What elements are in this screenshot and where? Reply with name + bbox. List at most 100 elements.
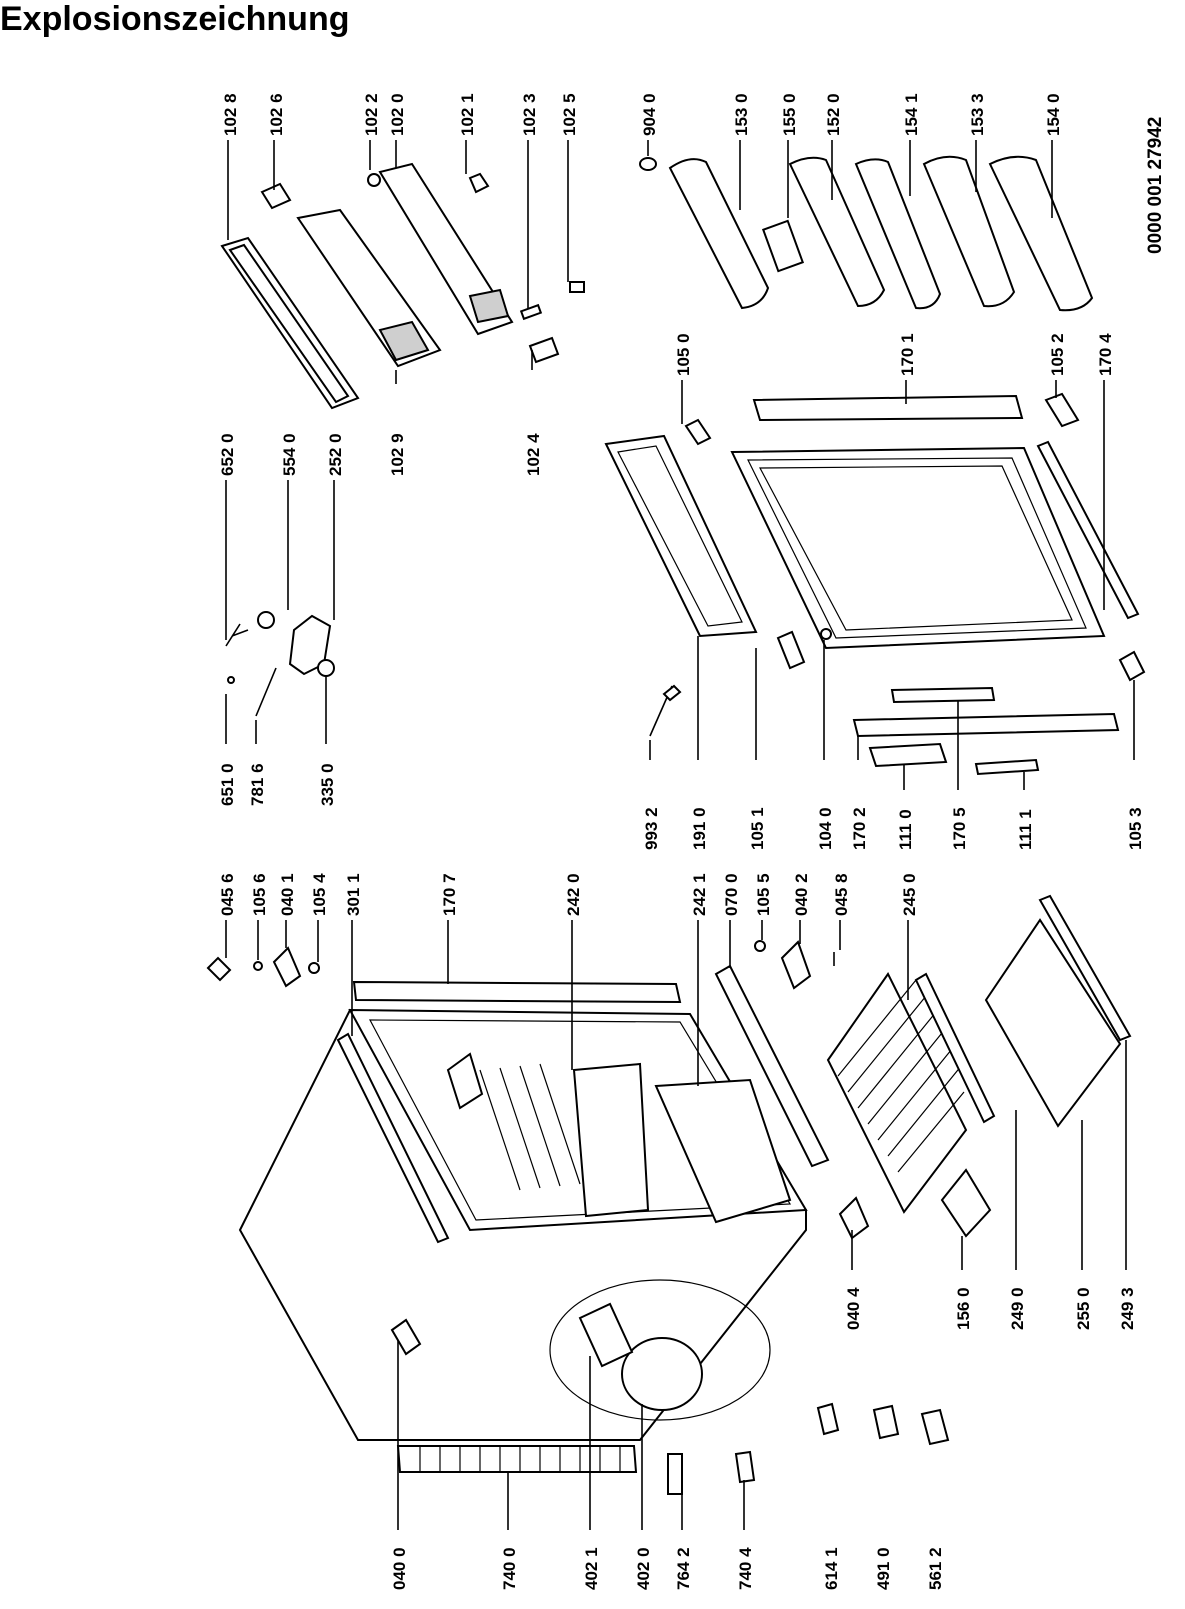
part-105-5 <box>754 940 766 952</box>
strip-249-3 <box>1038 894 1132 1042</box>
part-label: 040 2 <box>792 873 811 916</box>
hinge-040-4 <box>838 1196 870 1240</box>
control-group <box>220 162 585 717</box>
part-label: 102 9 <box>388 433 407 476</box>
part-label: 040 0 <box>390 1547 409 1590</box>
part-label: 040 1 <box>278 873 297 916</box>
part-label: 156 0 <box>954 1287 973 1330</box>
part-label: 102 3 <box>520 93 539 136</box>
part-label: 102 5 <box>560 93 579 136</box>
knob-554-0 <box>257 611 275 629</box>
part-301-1 <box>336 1032 450 1244</box>
hinge-040-1 <box>272 946 302 988</box>
part-label: 554 0 <box>280 433 299 476</box>
part-904-0 <box>639 157 657 171</box>
part-label: 111 1 <box>1016 809 1035 850</box>
shelf-153-0 <box>668 158 770 310</box>
part-label: 104 0 <box>816 807 835 850</box>
part-label: 102 1 <box>458 93 477 136</box>
strip-249-0 <box>914 972 996 1124</box>
part-label: 242 1 <box>690 873 709 916</box>
part-label: 249 3 <box>1118 1287 1137 1330</box>
part-label: 170 4 <box>1096 333 1115 376</box>
shelf-152-0 <box>788 156 886 308</box>
hinge-102-6 <box>260 182 292 210</box>
rail-170-2 <box>852 712 1120 738</box>
thermostat-holder <box>446 1052 484 1110</box>
part-label: 255 0 <box>1074 1287 1093 1330</box>
part-111-1 <box>974 758 1040 776</box>
rail-170-4 <box>1036 440 1140 620</box>
part-label: 740 4 <box>736 1547 755 1590</box>
shelf-255-0 <box>984 918 1122 1128</box>
part-label: 170 1 <box>898 333 917 376</box>
compressor-area <box>549 1279 771 1421</box>
part-label: 402 1 <box>582 1547 601 1590</box>
part-label: 781 6 <box>248 763 267 806</box>
cabinet-body <box>206 894 1132 1495</box>
part-label: 301 1 <box>344 873 363 916</box>
part-label: 249 0 <box>1008 1287 1027 1330</box>
part-label: 155 0 <box>780 93 799 136</box>
crisper-242-0 <box>572 1062 650 1218</box>
bar-070-0 <box>714 964 830 1168</box>
part-label: 111 0 <box>896 809 915 850</box>
lamp-335-0 <box>317 659 335 677</box>
part-label: 102 8 <box>221 93 240 136</box>
part-614-1 <box>816 1402 840 1436</box>
hinge-105-3 <box>1118 650 1146 682</box>
frame-191-0 <box>604 434 758 638</box>
part-102-3 <box>519 303 543 321</box>
part-label: 402 0 <box>634 1547 653 1590</box>
clip-102-1 <box>468 172 490 194</box>
hinge-040-0 <box>390 1318 422 1356</box>
hinge-040-2 <box>780 940 812 990</box>
part-label: 993 2 <box>642 807 661 850</box>
door-shelves <box>639 155 1094 312</box>
part-label: 561 2 <box>926 1547 945 1590</box>
part-label: 252 0 <box>326 433 345 476</box>
rail-170-1 <box>752 394 1024 422</box>
part-label: 102 0 <box>388 93 407 136</box>
part-label: 170 2 <box>850 807 869 850</box>
part-label: 153 3 <box>968 93 987 136</box>
part-label: 191 0 <box>690 807 709 850</box>
part-label: 740 0 <box>500 1547 519 1590</box>
part-label: 045 6 <box>218 873 237 916</box>
part-label: 105 4 <box>310 873 329 916</box>
grommet-740-4 <box>734 1450 756 1484</box>
rack-245-0 <box>826 972 968 1214</box>
part-label: 045 8 <box>832 873 851 916</box>
part-label: 170 5 <box>950 807 969 850</box>
part-label: 105 1 <box>748 807 767 850</box>
hinge-105-0 <box>684 418 712 446</box>
part-label: 105 3 <box>1126 807 1145 850</box>
relay-402-1 <box>578 1302 634 1368</box>
sensor-652-0 <box>225 623 249 647</box>
compressor-402-0 <box>621 1337 703 1411</box>
part-label: 170 7 <box>440 873 459 916</box>
door-104-0 <box>730 446 1106 650</box>
tray-156-0 <box>940 1168 992 1238</box>
capillary-781-6 <box>255 667 277 717</box>
part-105-6 <box>253 961 263 971</box>
hinge-045-6 <box>206 956 232 982</box>
door-assembly <box>604 392 1146 776</box>
part-label: 652 0 <box>218 433 237 476</box>
part-561-2 <box>920 1408 950 1446</box>
cover-102-0 <box>378 162 514 336</box>
part-label: 491 0 <box>874 1547 893 1590</box>
shelf-153-3 <box>922 155 1016 308</box>
sheet-102-4 <box>528 336 560 364</box>
part-105-4 <box>308 962 320 974</box>
part-label: 154 1 <box>902 93 921 136</box>
part-label: 105 5 <box>754 873 773 916</box>
knob-102-2 <box>367 173 381 187</box>
part-label: 154 0 <box>1044 93 1063 136</box>
part-label: 904 0 <box>640 93 659 136</box>
egg-tray-155-0 <box>761 219 805 273</box>
crisper-242-1 <box>654 1078 792 1224</box>
hinge-105-2 <box>1044 392 1080 428</box>
handle-111-0 <box>868 742 948 768</box>
